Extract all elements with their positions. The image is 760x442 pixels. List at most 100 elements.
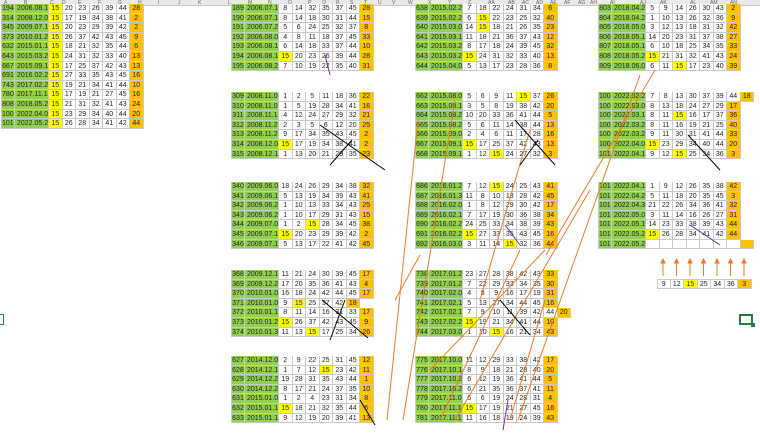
date-cell[interactable]: 2015.01.1 (245, 403, 279, 414)
number-cell[interactable]: 43 (517, 229, 531, 240)
number-cell[interactable]: 35 (346, 384, 360, 395)
number-cell[interactable]: 21 (306, 403, 320, 414)
number-cell[interactable]: 16 (476, 413, 490, 424)
number-cell[interactable]: 22 (319, 61, 333, 72)
number-cell[interactable]: 11 (503, 92, 517, 102)
number-cell[interactable]: 43 (544, 327, 558, 338)
row-index-cell[interactable]: 1005 (598, 101, 612, 112)
number-cell[interactable]: 29 (673, 139, 687, 150)
number-cell[interactable]: 33 (103, 51, 117, 62)
number-cell[interactable]: 37 (700, 32, 714, 43)
number-cell[interactable]: 13 (292, 327, 306, 338)
number-cell[interactable]: 34 (333, 101, 347, 112)
row-index-cell[interactable]: 692 (415, 239, 429, 250)
column-header[interactable]: M (248, 0, 253, 6)
date-cell[interactable]: 2022.02.2 (612, 92, 646, 102)
row-index-cell[interactable]: 691 (1, 71, 15, 81)
number-cell[interactable]: 11 (463, 191, 477, 202)
number-cell[interactable]: 24 (319, 384, 333, 395)
number-cell[interactable]: 42 (346, 239, 360, 250)
number-cell[interactable]: 15 (279, 403, 293, 414)
row-index-cell[interactable]: 193 (231, 42, 245, 52)
date-cell[interactable]: 2017.10.2 (429, 375, 463, 385)
row-index-cell[interactable]: 775 (415, 356, 429, 366)
number-cell[interactable]: 21 (76, 42, 90, 52)
date-cell[interactable]: 2008.11.1 (245, 111, 279, 121)
number-cell[interactable]: 38 (517, 120, 531, 131)
number-cell[interactable]: 34 (89, 109, 103, 120)
number-cell[interactable]: 43 (530, 32, 544, 43)
date-cell[interactable]: 2017.02.0 (429, 289, 463, 299)
number-cell[interactable]: 42 (530, 201, 544, 211)
row-index-cell[interactable]: 1016 (1, 119, 15, 129)
column-header[interactable]: P (308, 0, 312, 6)
number-cell[interactable]: 10 (463, 111, 477, 121)
number-cell[interactable]: 34 (319, 139, 333, 150)
number-cell[interactable]: 38 (686, 220, 700, 230)
number-cell[interactable]: 12 (673, 182, 687, 192)
date-cell[interactable]: 2006.08.1 (245, 51, 279, 62)
row-index-cell[interactable]: 665 (415, 120, 429, 131)
number-cell[interactable]: 43 (713, 4, 727, 14)
number-cell[interactable]: 9 (659, 182, 673, 192)
row-index-cell[interactable]: 780 (415, 403, 429, 414)
number-cell[interactable]: 15 (517, 92, 531, 102)
number-cell[interactable]: 4 (306, 394, 320, 404)
number-cell[interactable]: 11 (659, 130, 673, 140)
number-cell[interactable]: 42 (530, 191, 544, 202)
number-cell[interactable]: 15 (503, 239, 517, 250)
number-cell[interactable]: 10 (544, 317, 558, 328)
number-cell[interactable]: 9 (646, 130, 660, 140)
number-cell[interactable]: 13 (673, 13, 687, 24)
column-header[interactable]: AF (564, 0, 571, 6)
number-cell[interactable]: 15 (49, 61, 63, 72)
number-cell[interactable]: 27 (103, 90, 117, 100)
number-cell[interactable]: 32 (333, 23, 347, 33)
number-cell[interactable]: 21 (292, 270, 306, 280)
number-cell[interactable]: 23 (333, 365, 347, 376)
number-cell[interactable]: 1 (279, 210, 293, 221)
number-cell[interactable]: 30 (503, 210, 517, 221)
date-cell[interactable]: 2009.12.2 (245, 279, 279, 290)
number-cell[interactable]: 29 (76, 109, 90, 120)
number-cell[interactable]: 2 (130, 13, 144, 24)
number-cell[interactable]: 29 (319, 210, 333, 221)
number-cell[interactable]: 22 (360, 92, 374, 102)
number-cell[interactable]: 17 (360, 289, 374, 299)
row-index-cell[interactable]: 631 (231, 394, 245, 404)
column-header[interactable]: T (364, 0, 368, 6)
number-cell[interactable]: 3 (727, 191, 741, 202)
number-cell[interactable]: 28 (319, 101, 333, 112)
row-index-cell[interactable]: 344 (231, 220, 245, 230)
number-cell[interactable]: 8 (463, 42, 477, 52)
row-index-cell[interactable]: 315 (231, 149, 245, 160)
number-cell[interactable]: 9 (727, 13, 741, 24)
number-cell[interactable]: 42 (727, 23, 741, 33)
row-index-cell[interactable]: 313 (231, 130, 245, 140)
number-cell[interactable]: 44 (346, 51, 360, 62)
date-cell[interactable]: 2015.01.0 (245, 394, 279, 404)
row-index-cell[interactable]: 667 (415, 139, 429, 150)
number-cell[interactable]: 24 (292, 182, 306, 192)
number-cell[interactable]: 18 (319, 32, 333, 43)
date-cell[interactable]: 2010.01.0 (245, 298, 279, 309)
number-cell[interactable]: 41 (103, 99, 117, 110)
number-cell[interactable]: 17 (306, 210, 320, 221)
number-cell[interactable]: 5 (292, 101, 306, 112)
number-cell[interactable]: 39 (103, 4, 117, 14)
row-index-cell[interactable]: 643 (1, 51, 15, 62)
row-index-cell[interactable]: 808 (598, 51, 612, 62)
number-cell[interactable]: 25 (306, 298, 320, 309)
number-cell[interactable]: 34 (686, 201, 700, 211)
date-cell[interactable]: 2009.07.0 (245, 220, 279, 230)
number-cell[interactable]: 11 (476, 239, 490, 250)
number-cell[interactable]: 19 (490, 394, 504, 404)
row-index-cell[interactable]: 312 (231, 120, 245, 131)
row-index-cell[interactable]: 805 (598, 23, 612, 33)
number-cell[interactable]: 43 (346, 201, 360, 211)
number-cell[interactable]: 19 (306, 191, 320, 202)
number-cell[interactable]: 2 (279, 120, 293, 131)
number-cell[interactable]: 32 (89, 51, 103, 62)
date-cell[interactable]: 2009.06.2 (245, 210, 279, 221)
